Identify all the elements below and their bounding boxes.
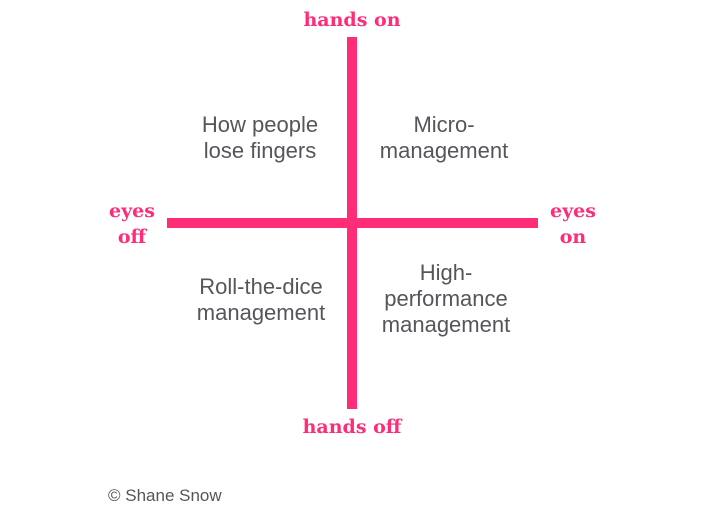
axis-label-top: hands on — [303, 9, 401, 31]
quadrant-top-right: Micro- management — [379, 112, 509, 163]
axis-label-right: eyes on — [550, 200, 596, 248]
axis-label-bottom: hands off — [302, 416, 402, 438]
axis-label-left: eyes off — [109, 200, 155, 248]
quadrant-top-left: How people lose fingers — [201, 112, 319, 163]
quadrant-bottom-left: Roll-the-dice management — [196, 274, 326, 325]
quadrant-bottom-right: High- performance management — [381, 260, 511, 337]
copyright-credit: © Shane Snow — [108, 486, 222, 505]
horizontal-axis — [167, 218, 538, 228]
